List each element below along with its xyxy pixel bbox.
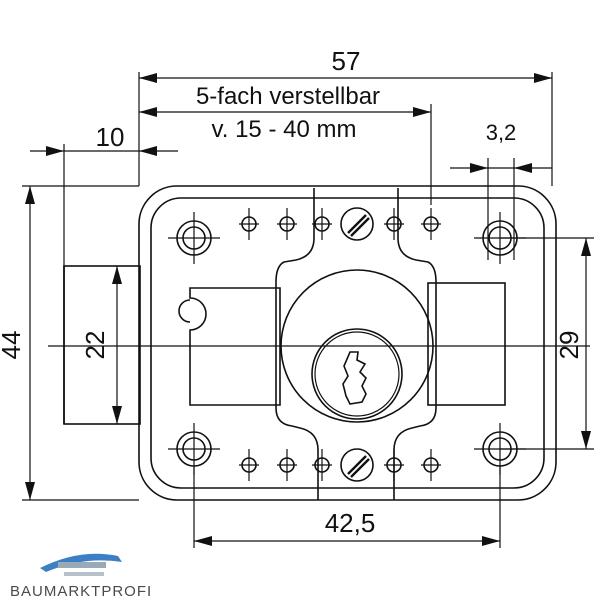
adjustable-label-line2: v. 15 - 40 mm [212, 116, 357, 143]
dimension-42-5-label: 42,5 [325, 508, 376, 538]
brand-logo: BAUMARKTPROFI [10, 553, 152, 600]
dimension-3-2-label: 3,2 [486, 120, 517, 145]
dimension-42-5 [193, 466, 501, 548]
slotted-screws [339, 206, 375, 483]
adjustment-holes [238, 207, 442, 482]
dimension-29-label: 29 [554, 331, 584, 360]
dimension-57-label: 57 [332, 46, 361, 76]
dimension-22-label: 22 [80, 331, 110, 360]
adjustable-label-line1: 5-fach verstellbar [196, 83, 380, 110]
cylinder-boss [275, 188, 437, 500]
lock-body-side [63, 265, 141, 425]
dimension-3-2 [450, 158, 552, 260]
dimension-44-label: 44 [0, 331, 26, 360]
roof-icon [40, 553, 122, 572]
dimension-29 [500, 237, 594, 450]
logo-text: BAUMARKTPROFI [10, 583, 152, 600]
mounting-plate [138, 185, 557, 501]
dimension-10-label: 10 [96, 122, 125, 152]
dimension-adjustable [139, 104, 432, 205]
keyway-icon [342, 351, 367, 405]
dimension-10 [30, 144, 178, 266]
dimension-22 [112, 266, 122, 424]
dimension-44 [22, 185, 139, 501]
dimension-57 [138, 72, 553, 186]
mounting-holes [167, 211, 527, 476]
bolt-housing [178, 282, 506, 406]
